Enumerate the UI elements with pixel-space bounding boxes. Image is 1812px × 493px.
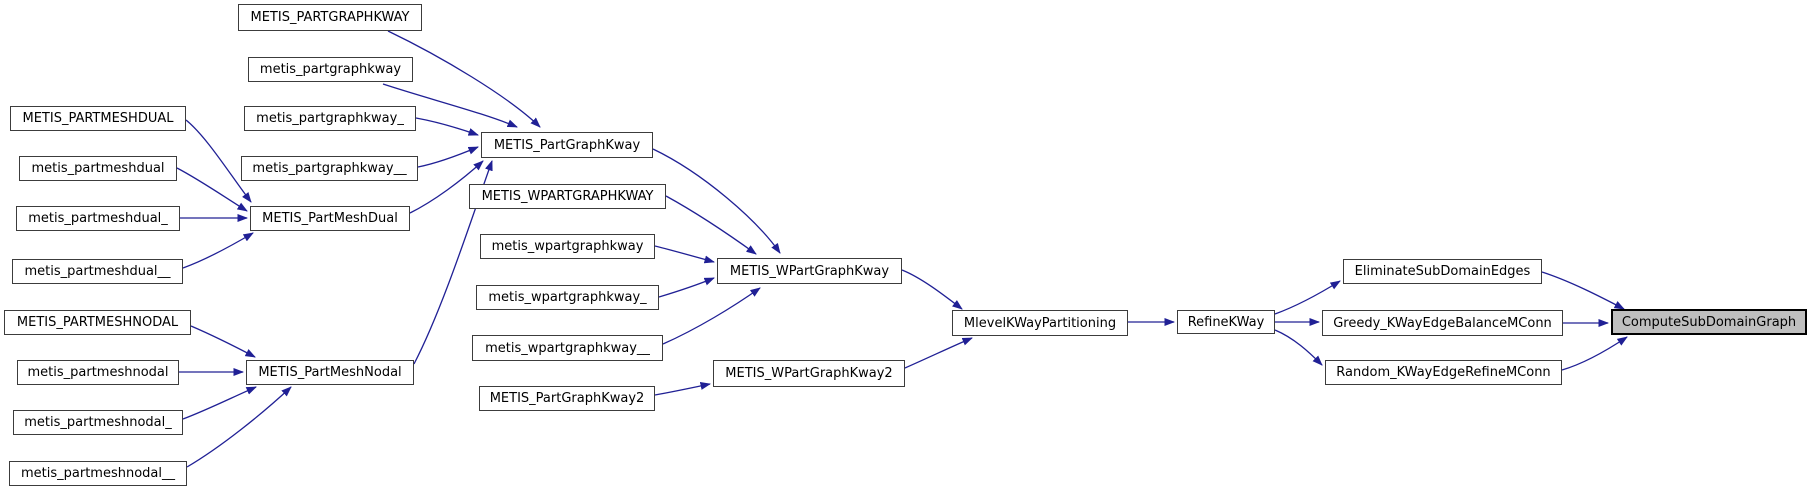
edge-METIS_PartMeshDual-to-METIS_PartGraphKway — [409, 160, 484, 214]
graph-node-label: metis_partmeshnodal_ — [24, 415, 172, 430]
graph-node-label: METIS_PartGraphKway — [493, 137, 641, 153]
graph-node-label: metis_wpartgraphkway__ — [485, 340, 650, 356]
edge-metis_partgraphkway_-to-METIS_PartGraphKway — [415, 117, 479, 136]
graph-node-RefineKWay[interactable]: RefineKWay — [1177, 310, 1275, 334]
edge-metis_partmeshdual__-to-METIS_PartMeshDual — [182, 232, 254, 269]
graph-node-metis_partmeshdual__[interactable]: metis_partmeshdual__ — [12, 259, 183, 284]
graph-node-label: METIS_PartGraphKway2 — [489, 391, 645, 406]
edge-METIS_WPartGraphKway-to-MlevelKWayPartitioning — [901, 269, 963, 310]
graph-node-label: metis_partgraphkway — [259, 62, 402, 77]
edge-RefineKWay-to-Random_KWayEdgeRefineMConn — [1274, 329, 1323, 366]
graph-node-label: METIS_PARTMESHNODAL — [16, 315, 179, 330]
graph-node-metis_partmeshdual[interactable]: metis_partmeshdual — [19, 156, 177, 181]
edge-METIS_PARTMESHDUAL-to-METIS_PartMeshDual — [185, 119, 252, 203]
edge-METIS_PartMeshNodal-to-METIS_PartGraphKway — [413, 160, 493, 365]
graph-node-label: EliminateSubDomainEdges — [1354, 264, 1531, 279]
graph-node-label: METIS_WPartGraphKway — [729, 263, 890, 279]
graph-node-label: metis_wpartgraphkway_ — [488, 290, 647, 305]
edge-metis_wpartgraphkway_-to-METIS_WPartGraphKway — [658, 277, 715, 298]
graph-node-label: metis_wpartgraphkway — [491, 239, 644, 254]
edge-metis_partmeshdual-to-METIS_PartMeshDual — [176, 167, 248, 212]
graph-node-metis_wpartgraphkway[interactable]: metis_wpartgraphkway — [480, 234, 655, 259]
graph-node-label: METIS_PARTGRAPHKWAY — [250, 10, 410, 25]
edge-METIS_PartGraphKway2-to-METIS_WPartGraphKway2 — [654, 382, 711, 396]
edge-Random_KWayEdgeRefineMConn-to-ComputeSubDomainGraph — [1561, 336, 1628, 371]
graph-node-metis_partgraphkway[interactable]: metis_partgraphkway — [248, 57, 413, 82]
graph-node-METIS_PARTMESHNODAL[interactable]: METIS_PARTMESHNODAL — [4, 310, 191, 335]
graph-node-label: metis_partmeshdual_ — [28, 211, 168, 226]
graph-node-label: MlevelKWayPartitioning — [963, 315, 1117, 331]
graph-node-metis_wpartgraphkway_[interactable]: metis_wpartgraphkway_ — [476, 285, 659, 310]
graph-node-METIS_PARTMESHDUAL[interactable]: METIS_PARTMESHDUAL — [10, 106, 186, 131]
graph-node-label: METIS_PartMeshNodal — [258, 365, 402, 380]
edge-METIS_PARTMESHNODAL-to-METIS_PartMeshNodal — [190, 325, 256, 358]
graph-node-METIS_WPartGraphKway2[interactable]: METIS_WPartGraphKway2 — [713, 360, 905, 387]
graph-node-METIS_PartMeshDual[interactable]: METIS_PartMeshDual — [250, 206, 410, 231]
graph-node-METIS_WPARTGRAPHKWAY[interactable]: METIS_WPARTGRAPHKWAY — [469, 184, 666, 209]
graph-node-METIS_WPartGraphKway[interactable]: METIS_WPartGraphKway — [717, 258, 902, 284]
graph-node-metis_partmeshnodal[interactable]: metis_partmeshnodal — [17, 360, 179, 385]
graph-node-metis_partgraphkway__[interactable]: metis_partgraphkway__ — [241, 156, 418, 181]
graph-node-METIS_PARTGRAPHKWAY[interactable]: METIS_PARTGRAPHKWAY — [238, 4, 422, 31]
graph-node-metis_partmeshnodal_[interactable]: metis_partmeshnodal_ — [13, 410, 183, 435]
graph-node-label: metis_partgraphkway__ — [252, 161, 407, 176]
graph-node-ComputeSubDomainGraph[interactable]: ComputeSubDomainGraph — [1611, 309, 1807, 335]
graph-node-label: metis_partgraphkway_ — [256, 111, 404, 126]
graph-node-metis_partmeshdual_[interactable]: metis_partmeshdual_ — [16, 206, 180, 231]
graph-node-Random_KWayEdgeRefineMConn[interactable]: Random_KWayEdgeRefineMConn — [1325, 360, 1562, 385]
graph-node-label: METIS_WPartGraphKway2 — [725, 366, 893, 381]
graph-node-label: metis_partmeshdual__ — [24, 264, 171, 279]
graph-node-metis_partmeshnodal__[interactable]: metis_partmeshnodal__ — [9, 461, 187, 486]
graph-node-label: METIS_PARTMESHDUAL — [22, 111, 174, 126]
graph-node-label: metis_partmeshnodal — [27, 365, 169, 380]
graph-node-metis_wpartgraphkway__[interactable]: metis_wpartgraphkway__ — [472, 335, 663, 361]
graph-node-label: metis_partmeshdual — [31, 161, 165, 176]
edge-METIS_WPartGraphKway2-to-MlevelKWayPartitioning — [904, 337, 973, 369]
graph-node-metis_partgraphkway_[interactable]: metis_partgraphkway_ — [244, 106, 416, 131]
graph-node-label: Random_KWayEdgeRefineMConn — [1336, 365, 1551, 380]
edge-metis_partgraphkway-to-METIS_PartGraphKway — [382, 83, 518, 128]
graph-node-label: Greedy_KWayEdgeBalanceMConn — [1333, 315, 1552, 331]
edge-metis_partmeshnodal_-to-METIS_PartMeshNodal — [182, 386, 257, 420]
edge-RefineKWay-to-EliminateSubDomainEdges — [1274, 280, 1341, 315]
graph-node-label: METIS_PartMeshDual — [262, 211, 398, 226]
graph-node-label: metis_partmeshnodal__ — [20, 466, 175, 481]
graph-node-METIS_PartGraphKway[interactable]: METIS_PartGraphKway — [481, 132, 653, 158]
graph-node-EliminateSubDomainEdges[interactable]: EliminateSubDomainEdges — [1343, 259, 1542, 284]
graph-node-MlevelKWayPartitioning[interactable]: MlevelKWayPartitioning — [952, 310, 1128, 336]
graph-node-label: METIS_WPARTGRAPHKWAY — [481, 189, 654, 204]
edge-METIS_WPARTGRAPHKWAY-to-METIS_WPartGraphKway — [665, 195, 757, 255]
edge-metis_wpartgraphkway__-to-METIS_WPartGraphKway — [662, 287, 761, 345]
graph-node-label: RefineKWay — [1187, 314, 1265, 330]
edge-metis_wpartgraphkway-to-METIS_WPartGraphKway — [654, 245, 715, 264]
graph-node-Greedy_KWayEdgeBalanceMConn[interactable]: Greedy_KWayEdgeBalanceMConn — [1322, 310, 1563, 336]
edge-METIS_PartGraphKway-to-METIS_WPartGraphKway — [652, 148, 781, 254]
graph-node-METIS_PartMeshNodal[interactable]: METIS_PartMeshNodal — [246, 360, 414, 385]
edge-metis_partgraphkway__-to-METIS_PartGraphKway — [417, 146, 479, 168]
graph-node-METIS_PartGraphKway2[interactable]: METIS_PartGraphKway2 — [479, 386, 655, 411]
graph-node-label: ComputeSubDomainGraph — [1621, 314, 1797, 330]
edge-metis_partmeshnodal__-to-METIS_PartMeshNodal — [186, 386, 292, 468]
edge-METIS_PARTGRAPHKWAY-to-METIS_PartGraphKway — [387, 30, 541, 128]
edge-EliminateSubDomainEdges-to-ComputeSubDomainGraph — [1541, 271, 1625, 310]
